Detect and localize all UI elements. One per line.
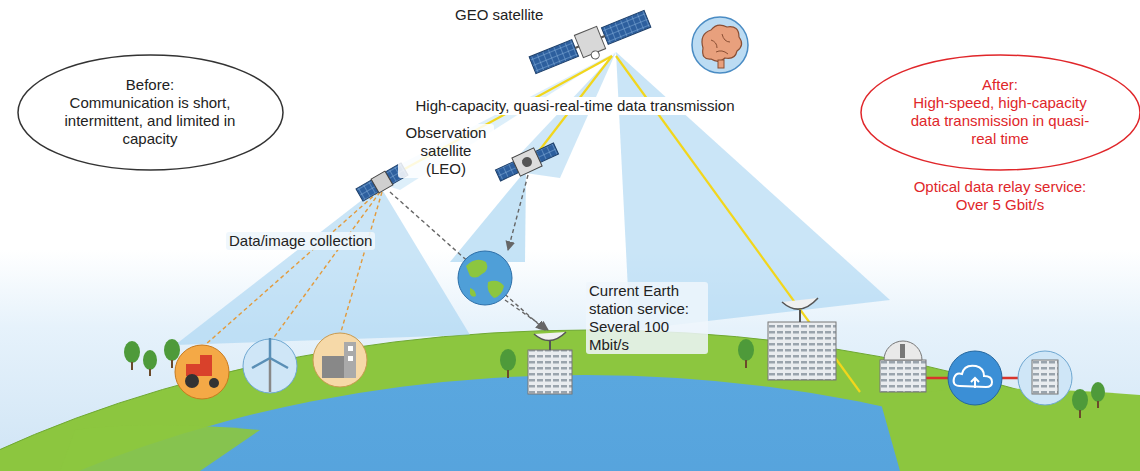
label-box: Observation satellite (LEO): [398, 124, 494, 178]
label-box: Optical data relay service: Over 5 Gbit/…: [902, 178, 1098, 214]
service-label: Optical data relay service: Over 5 Gbit/…: [902, 178, 1098, 214]
label-box: Current Earth station service: Several 1…: [586, 282, 708, 354]
ellipse-callout: Before:Communication is short, intermitt…: [16, 53, 285, 172]
ellipse-callout: After:High-speed, high-capacity data tra…: [859, 53, 1140, 172]
label-box: High-capacity, quasi-real-time data tran…: [352, 97, 798, 115]
satellite-label: Observation satellite (LEO): [398, 124, 494, 178]
label-box: Data/image collection: [226, 232, 396, 250]
callout-heading: Before:: [61, 76, 239, 94]
process-label: Data/image collection: [226, 232, 375, 250]
callout-heading: After:: [906, 76, 1094, 94]
link-label: High-capacity, quasi-real-time data tran…: [412, 97, 737, 115]
satellite-label: GEO satellite: [452, 6, 546, 24]
label-box: GEO satellite: [452, 6, 582, 24]
callout-body: Communication is short, intermittent, an…: [61, 94, 239, 148]
callout-body: High-speed, high-capacity data transmiss…: [906, 94, 1094, 148]
service-label: Current Earth station service: Several 1…: [586, 282, 708, 354]
